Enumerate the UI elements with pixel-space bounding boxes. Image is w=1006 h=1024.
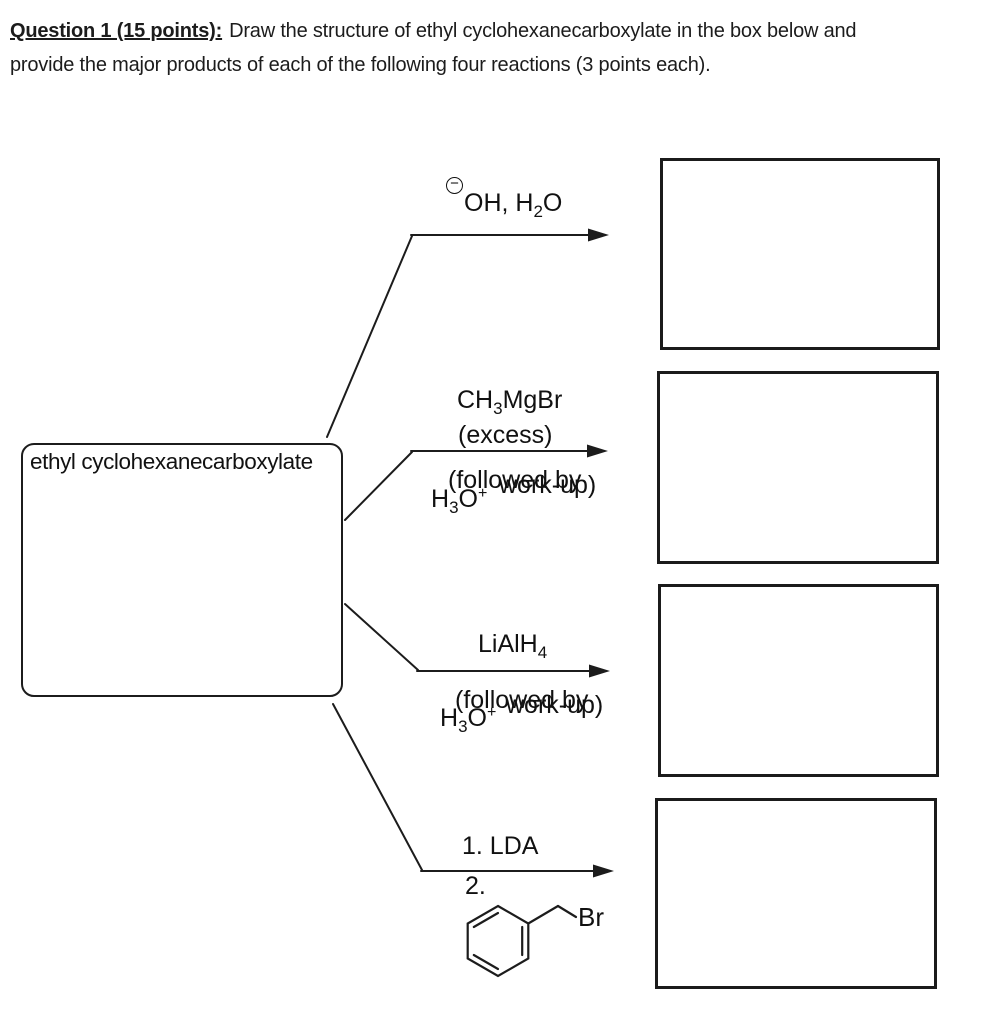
- answer-box-1[interactable]: [660, 158, 940, 350]
- reagent-hydronium-grignard: H3O+: [431, 485, 488, 517]
- branch-line-1: [326, 235, 413, 438]
- reagent-excess-note: (excess): [458, 421, 553, 449]
- benzene-double-bond-1: [472, 911, 500, 929]
- workup-text-2: work-up): [506, 691, 604, 719]
- question-number: Question 1 (15 points):: [10, 20, 223, 42]
- substrate-name: ethyl cyclohexanecarboxylate: [30, 449, 313, 474]
- reaction-arrowhead-4: [593, 864, 614, 878]
- question-header-line2: provide the major products of each of th…: [10, 54, 711, 76]
- reagent-hydroxide-water: OH, H2O: [464, 189, 563, 221]
- reagent-lialh4: LiAlH4: [478, 630, 548, 662]
- answer-box-3[interactable]: [658, 584, 939, 777]
- reagent-ch3mgbr: CH3MgBr: [457, 386, 563, 418]
- benzene-ring: [466, 904, 530, 978]
- answer-box-4[interactable]: [655, 798, 937, 989]
- workup-note-lialh4: (followed by work-up): [455, 686, 625, 723]
- workup-note-grignard: (followed by work-up): [448, 466, 618, 503]
- reaction-arrowhead-2: [587, 444, 608, 458]
- bromine-atom-label: Br: [578, 902, 604, 932]
- negative-charge-icon: −: [446, 176, 463, 194]
- reagent-step1-lda: 1. LDA: [462, 832, 539, 860]
- workup-text-1: (followed by: [448, 466, 582, 494]
- branch-line-4: [332, 703, 423, 871]
- answer-box-2[interactable]: [657, 371, 939, 564]
- workup-text-2: work-up): [499, 471, 597, 499]
- benzene-double-bond-3: [472, 953, 500, 971]
- reagent-hydronium-lialh4: H3O+: [440, 704, 497, 736]
- question-text: Draw the structure of ethyl cyclohexanec…: [229, 20, 857, 42]
- substrate-drawing-box[interactable]: ethyl cyclohexanecarboxylate: [21, 443, 343, 697]
- workup-text-1: (followed by: [455, 686, 589, 714]
- ch2-bond: [527, 904, 560, 925]
- branch-line-3: [344, 603, 419, 671]
- branch-line-2: [344, 451, 413, 521]
- reaction-arrowhead-1: [588, 228, 609, 242]
- question-header-line1: Question 1 (15 points): Draw the structur…: [10, 20, 857, 43]
- reaction-arrowhead-3: [589, 664, 610, 678]
- reagent-step2-number: 2.: [465, 872, 486, 900]
- benzyl-bromide-structure: [466, 904, 578, 978]
- br-bond: [556, 904, 578, 919]
